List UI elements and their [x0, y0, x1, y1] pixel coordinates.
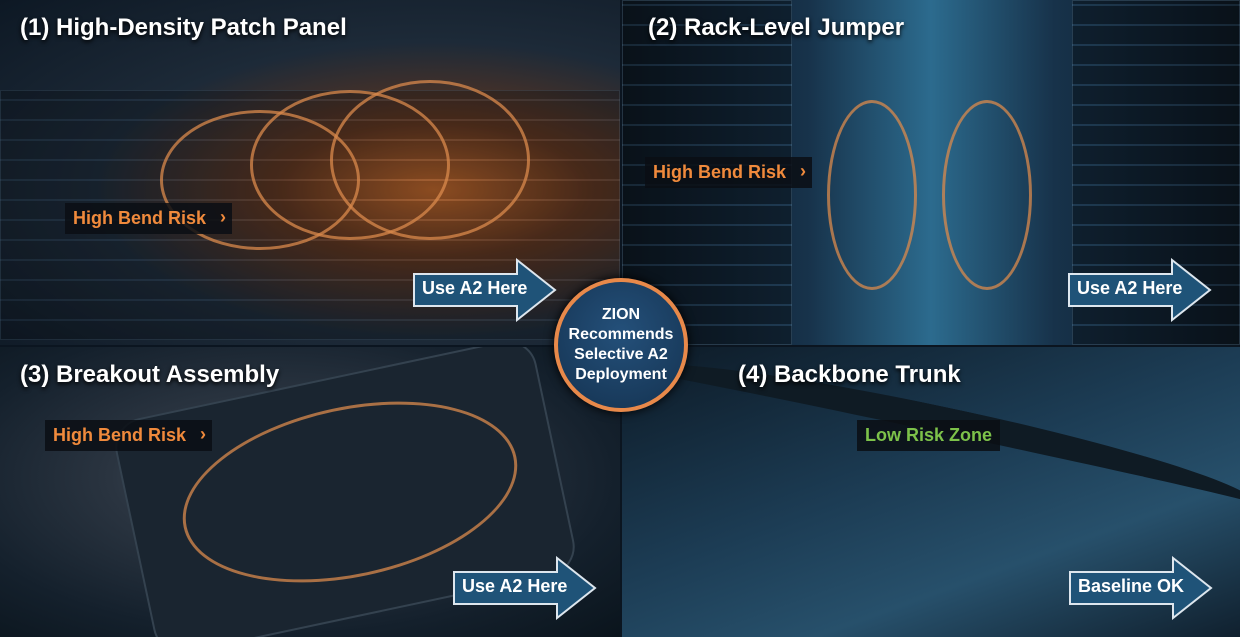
recommendation-badge: ZION Recommends Selective A2 Deployment: [554, 278, 688, 412]
badge-line: ZION: [601, 306, 641, 323]
chevron-right-icon: ›: [800, 161, 807, 181]
chevron-right-icon: ›: [220, 207, 227, 227]
risk-label-text: High Bend Risk: [653, 162, 787, 182]
arrow-label: Use A2 Here: [462, 576, 568, 596]
risk-label-text: High Bend Risk: [73, 208, 207, 228]
risk-label: High Bend Risk ›: [645, 157, 813, 188]
panel-rack-jumper: (2) Rack-Level Jumper High Bend Risk ›: [622, 0, 1240, 345]
panel-title: (1) High-Density Patch Panel: [20, 14, 347, 41]
risk-label: High Bend Risk ›: [65, 203, 233, 234]
arrow-label: Baseline OK: [1078, 576, 1185, 596]
fiber-cable: [160, 110, 360, 250]
panel-title: (3) Breakout Assembly: [20, 361, 280, 388]
use-a2-arrow: Use A2 Here: [412, 258, 557, 322]
use-a2-arrow: Use A2 Here: [1067, 258, 1212, 322]
arrow-label: Use A2 Here: [1077, 278, 1183, 298]
use-a2-arrow: Use A2 Here: [452, 556, 597, 620]
baseline-ok-arrow: Baseline OK: [1068, 556, 1213, 620]
arrow-right-icon: [453, 556, 597, 620]
chevron-right-icon: ›: [200, 424, 207, 444]
panel-patch-panel: (1) High-Density Patch Panel High Bend R…: [0, 0, 620, 345]
badge-line: Recommends: [568, 326, 674, 343]
fiber-cable: [827, 100, 917, 290]
arrow-label: Use A2 Here: [422, 278, 528, 298]
arrow-right-icon: [1069, 556, 1213, 620]
risk-label: High Bend Risk ›: [45, 420, 213, 451]
fiber-cable: [942, 100, 1032, 290]
risk-label-text: Low Risk Zone: [865, 425, 993, 445]
risk-label: Low Risk Zone: [857, 420, 1001, 451]
panel-title: (4) Backbone Trunk: [738, 361, 961, 388]
fiber-cable: [330, 80, 530, 240]
badge-line: Selective A2: [574, 346, 668, 363]
risk-label-text: High Bend Risk: [53, 425, 187, 445]
panel-title: (2) Rack-Level Jumper: [648, 14, 905, 41]
arrow-right-icon: [1068, 258, 1212, 322]
badge-line: Deployment: [575, 366, 667, 383]
arrow-right-icon: [413, 258, 557, 322]
